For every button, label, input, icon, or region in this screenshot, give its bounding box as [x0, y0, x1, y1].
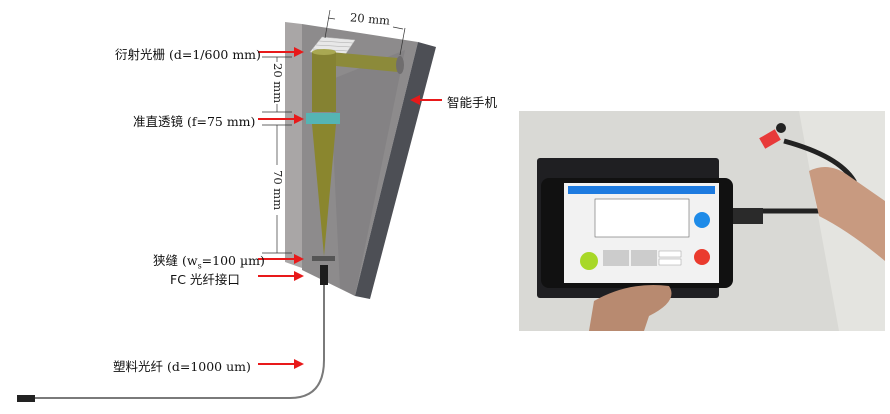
slit-suffix: =100 µm): [201, 253, 265, 268]
label-slit: 狭缝 (ws=100 µm): [153, 250, 265, 271]
collimated-beam: [312, 52, 336, 112]
dimension-lines: [262, 9, 406, 254]
pointer-arrows: [258, 47, 442, 369]
dim-grating-lens: 20 mm: [271, 63, 285, 104]
connector: [733, 208, 763, 224]
hand-right: [809, 167, 885, 261]
label-fiber: 塑料光纤 (d=1000 um): [113, 359, 251, 374]
label-grating: 衍射光栅 (d=1/600 mm): [115, 47, 261, 62]
app-chart: [594, 198, 690, 238]
slit-sub: s: [197, 261, 202, 271]
diffracted-beam: [330, 52, 398, 72]
focused-beam: [312, 124, 336, 256]
fc-connector: [320, 265, 328, 285]
hand-left: [589, 285, 672, 331]
fiber-end: [17, 395, 35, 402]
label-fc: FC 光纤接口: [170, 272, 240, 287]
device-photo: [519, 111, 885, 331]
detector-lens: [396, 56, 404, 74]
slit: [312, 256, 335, 261]
label-lens: 准直透镜 (f=75 mm): [133, 114, 256, 129]
label-phone: 智能手机: [447, 95, 498, 110]
slit-prefix: 狭缝 (w: [153, 253, 198, 268]
beam-top: [312, 49, 336, 55]
device-back-plate: [285, 22, 302, 268]
collimating-lens: [306, 113, 340, 124]
smartphone-side: [355, 42, 436, 299]
probe-head: [759, 129, 781, 149]
plastic-fiber: [35, 285, 325, 399]
dim-lens-slit: 70 mm: [271, 170, 285, 211]
app-header: [568, 186, 715, 194]
photo-illustration: [519, 111, 885, 331]
device-inner-face: [330, 50, 405, 296]
